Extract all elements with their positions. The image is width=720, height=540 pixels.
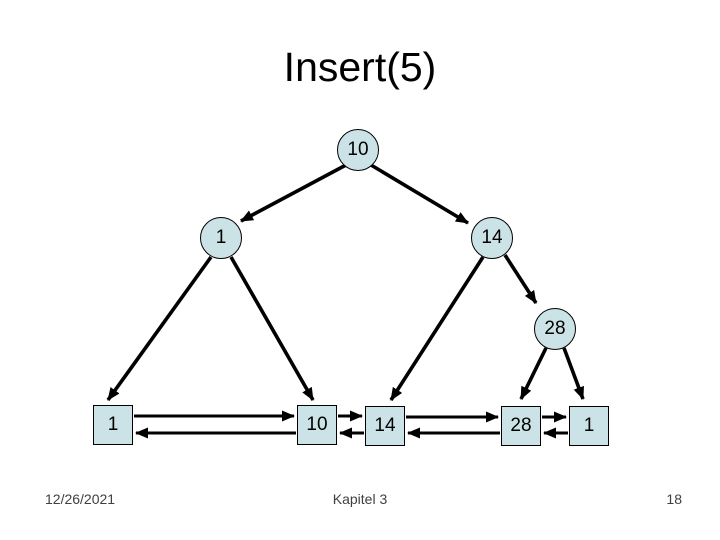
edge-right-to-leaf14 bbox=[389, 256, 485, 401]
leaf-node-10-label: 10 bbox=[306, 414, 328, 435]
tree-node-root: 10 bbox=[337, 129, 379, 171]
tree-node-right: 14 bbox=[471, 217, 513, 259]
edge-28-to-leaf1r bbox=[562, 347, 585, 400]
edge-left-to-leaf1 bbox=[106, 255, 213, 402]
tree-node-right-right: 28 bbox=[534, 308, 576, 350]
edge-28-to-leaf28 bbox=[519, 347, 548, 400]
leaf-node-1-right: 1 bbox=[569, 406, 609, 446]
edge-left-to-leaf10 bbox=[229, 256, 315, 401]
tree-node-right-label: 14 bbox=[481, 227, 503, 248]
leaf-node-28-label: 28 bbox=[510, 415, 532, 436]
leaf-node-14-label: 14 bbox=[374, 415, 396, 436]
tree-node-right-right-label: 28 bbox=[544, 318, 566, 339]
leaf-node-1-label: 1 bbox=[107, 414, 119, 435]
leaf-node-1: 1 bbox=[93, 405, 133, 445]
leaf-node-10: 10 bbox=[297, 405, 337, 445]
leaf-node-14: 14 bbox=[365, 406, 405, 446]
slide-title: Insert(5) bbox=[283, 44, 437, 90]
leaf-node-1-right-label: 1 bbox=[583, 415, 595, 436]
edge-root-to-left bbox=[240, 163, 347, 223]
footer-date: 12/26/2021 bbox=[45, 491, 116, 507]
tree-node-left-label: 1 bbox=[215, 227, 227, 248]
leaf-node-28: 28 bbox=[501, 406, 541, 446]
footer-page-number: 18 bbox=[666, 491, 682, 507]
tree-node-root-label: 10 bbox=[347, 139, 369, 160]
edge-root-to-right bbox=[370, 163, 469, 225]
edge-right-to-28 bbox=[503, 254, 538, 304]
tree-node-left: 1 bbox=[200, 217, 242, 259]
footer-section: Kapitel 3 bbox=[332, 491, 388, 507]
